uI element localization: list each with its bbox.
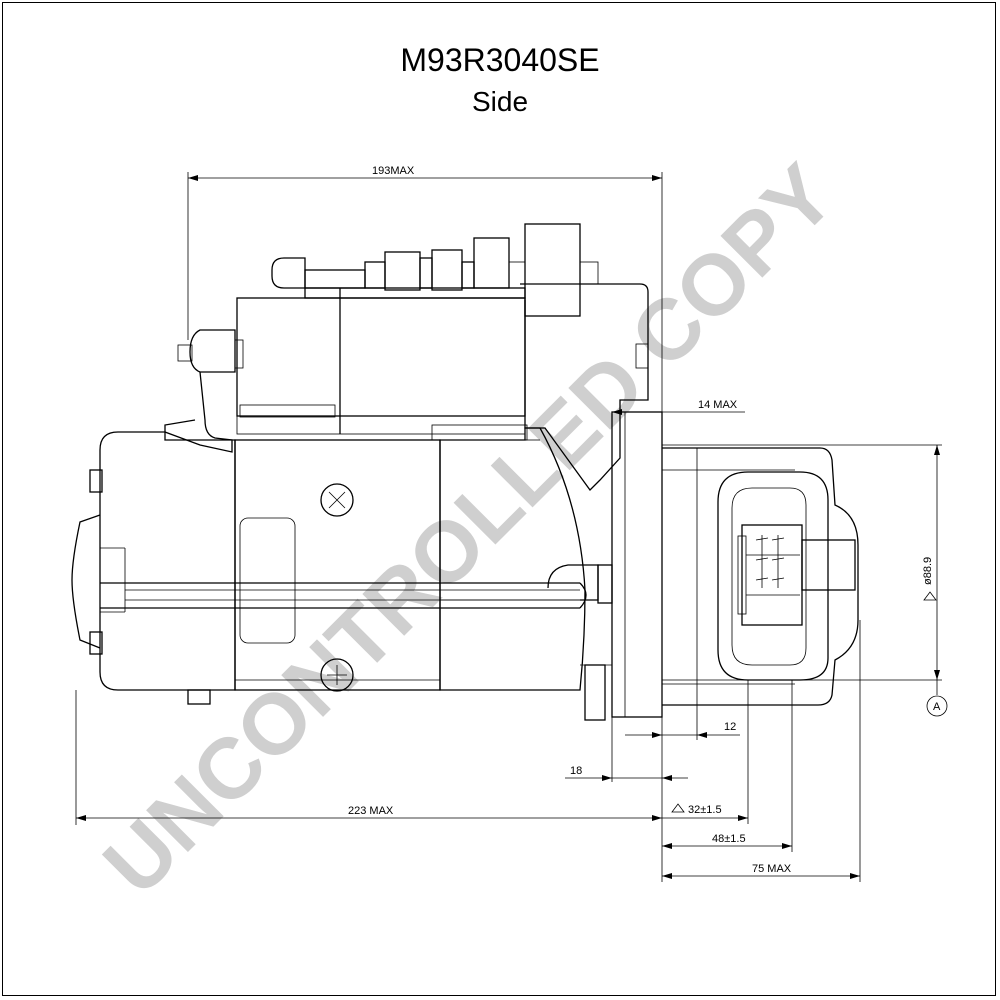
dim-12: 12	[724, 721, 736, 733]
drawing-view-label: Side	[471, 86, 529, 117]
dim-14max: 14 MAX	[698, 399, 738, 411]
dim-pilot-diameter: ø88.9	[922, 557, 934, 585]
dim-193max: 193MAX	[372, 165, 415, 177]
dim-48: 48±1.5	[712, 833, 746, 845]
dim-32: 32±1.5	[688, 804, 722, 816]
dim-18: 18	[570, 765, 582, 777]
watermark: UNCONTROLLED COPY	[86, 146, 853, 913]
dimension-lines	[75, 172, 948, 882]
datum-a: A	[933, 701, 941, 713]
drawing-title: M93R3040SE	[400, 42, 600, 78]
dim-223max: 223 MAX	[348, 805, 394, 817]
dim-75max: 75 MAX	[752, 863, 792, 875]
